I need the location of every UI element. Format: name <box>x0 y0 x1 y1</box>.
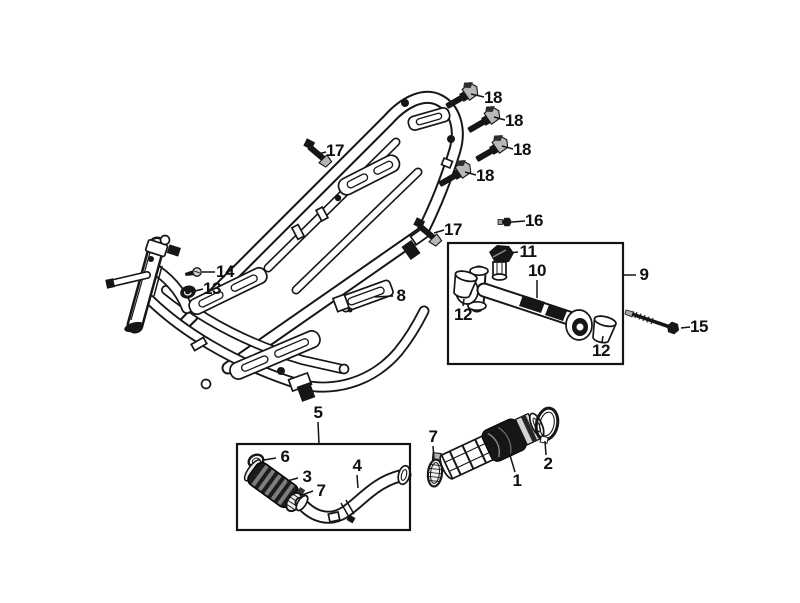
callout-11-leader <box>507 251 519 254</box>
callout-6-leader <box>263 457 277 461</box>
callout-4: 4 <box>352 456 362 475</box>
callout-18-d-leader <box>464 171 477 176</box>
callout-3: 3 <box>302 467 312 486</box>
callout-7-b-leader <box>432 445 435 460</box>
bolt-part-14 <box>184 267 202 277</box>
callout-2: 2 <box>543 454 553 473</box>
callout-5: 5 <box>313 403 323 422</box>
callout-7-a: 7 <box>316 481 326 500</box>
callout-18-b-leader <box>493 116 506 121</box>
callout-7-a-leader <box>301 490 314 496</box>
bracket-part-8 <box>331 279 394 313</box>
callout-15: 15 <box>690 317 708 336</box>
leader-lines-layer <box>194 93 691 532</box>
callout-1-leader <box>508 451 516 473</box>
bolt-18-a <box>445 82 479 109</box>
engine-hanger-parts <box>453 245 617 344</box>
bolt-17-a <box>303 138 333 168</box>
grommet-part-13 <box>180 285 196 299</box>
part-12-bushing-left <box>453 270 478 299</box>
intake-pipe-parts <box>243 453 412 524</box>
callout-17-a-leader <box>317 151 327 155</box>
steering-head <box>105 234 181 334</box>
air-duct-parts <box>426 406 560 488</box>
callout-11: 11 <box>519 242 537 261</box>
callout-12-a: 12 <box>454 305 472 324</box>
callout-1: 1 <box>512 471 522 490</box>
part-1-duct <box>439 412 545 480</box>
part-12-bushing-right <box>592 315 617 344</box>
nut-part-16 <box>497 217 512 227</box>
callout-13-leader <box>194 288 204 292</box>
callout-15-leader <box>680 326 691 329</box>
bolt-17-b <box>413 217 443 247</box>
callout-9: 9 <box>639 265 649 284</box>
callout-17-a: 17 <box>326 141 344 160</box>
callout-18-b: 18 <box>505 111 523 130</box>
callout-18-a-leader <box>470 93 485 98</box>
callout-4-leader <box>356 474 359 489</box>
callout-10: 10 <box>528 261 546 280</box>
callout-8: 8 <box>396 286 406 305</box>
engine-hanger-group-box <box>446 241 625 366</box>
callout-18-d: 18 <box>476 166 494 185</box>
callout-18-c-leader <box>501 145 514 150</box>
bolt-18-d <box>438 160 472 187</box>
callout-7-b: 7 <box>428 427 438 446</box>
bolt-part-15 <box>624 309 680 335</box>
callout-13: 13 <box>203 279 221 298</box>
callout-2-leader <box>544 440 547 456</box>
callout-3-leader <box>286 477 299 482</box>
part-11-stopper <box>489 245 514 281</box>
callout-8-leader <box>374 295 394 298</box>
callout-12-a-leader <box>462 298 465 307</box>
callout-18-c: 18 <box>513 140 531 159</box>
callout-18-a: 18 <box>484 88 502 107</box>
callout-12-b: 12 <box>592 341 610 360</box>
part-2-band <box>534 406 560 445</box>
part-3-boot <box>243 459 301 510</box>
callout-5-leader <box>317 421 320 445</box>
bolt-18-b <box>467 106 501 133</box>
callout-6: 6 <box>280 447 290 466</box>
callout-16: 16 <box>525 211 543 230</box>
frame-body-illustration <box>105 90 464 402</box>
part-4-pipe <box>294 464 412 524</box>
bolt-18-c <box>475 135 509 162</box>
callout-16-leader <box>511 220 526 223</box>
callout-17-b-leader <box>433 229 445 234</box>
callout-14: 14 <box>216 262 234 281</box>
callout-17-b: 17 <box>444 220 462 239</box>
callout-12-b-leader <box>601 335 604 343</box>
intake-pipe-group-box <box>235 442 412 532</box>
